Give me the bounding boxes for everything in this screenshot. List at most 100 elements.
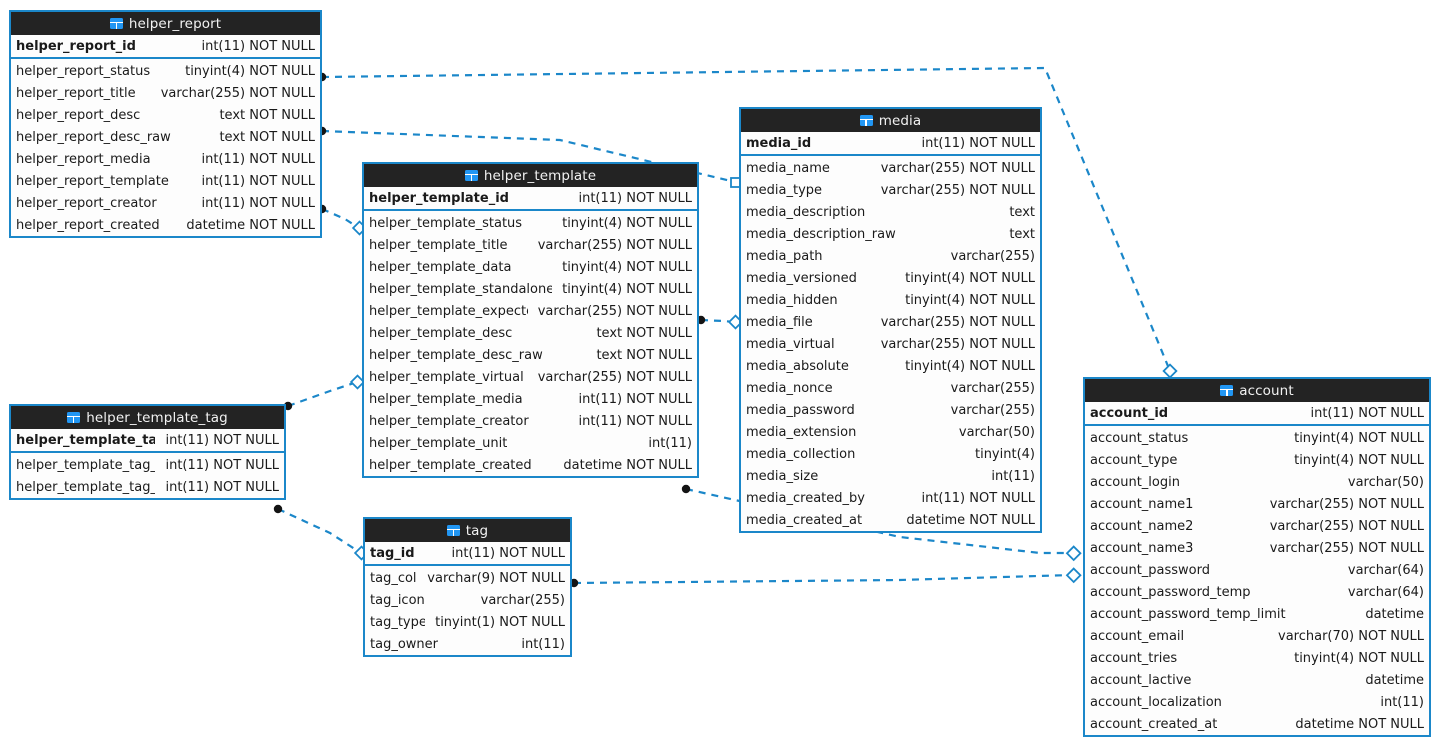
table-header-helper_template[interactable]: helper_template <box>364 164 697 187</box>
column-name: helper_template_unit <box>369 435 508 451</box>
entity-table-helper_template_tag[interactable]: helper_template_taghelper_template_tag_i… <box>9 404 286 500</box>
column-row[interactable]: media_virtual varchar(255) NOT NULL <box>741 333 1040 355</box>
table-header-helper_report[interactable]: helper_report <box>11 12 320 35</box>
column-row[interactable]: helper_template_tag_srcint(11) NOT NULL <box>11 476 284 498</box>
column-row[interactable]: helper_template_tag_dstint(11) NOT NULL <box>11 454 284 476</box>
column-type: datetime NOT NULL <box>186 217 315 233</box>
column-name: helper_template_id <box>369 190 509 206</box>
column-type: varchar(255) NOT NULL <box>1269 540 1424 556</box>
column-type: varchar(255) NOT NULL <box>880 336 1035 352</box>
column-name: media_hidden <box>746 292 838 308</box>
table-header-helper_template_tag[interactable]: helper_template_tag <box>11 406 284 429</box>
column-name: account_lactive <box>1090 672 1192 688</box>
column-name: account_password_temp <box>1090 584 1251 600</box>
table-header-account[interactable]: account <box>1085 379 1429 402</box>
column-type: text <box>1009 226 1035 242</box>
table-name: media <box>878 112 922 129</box>
column-type: text NOT NULL <box>219 129 315 145</box>
column-name: helper_report_title <box>16 85 136 101</box>
column-type: int(11) NOT NULL <box>165 479 279 495</box>
column-name: media_virtual <box>746 336 835 352</box>
target-diamond-account-top <box>1162 363 1178 379</box>
column-type: text NOT NULL <box>596 347 692 363</box>
table-name: helper_template <box>483 167 597 184</box>
table-header-media[interactable]: media <box>741 109 1040 132</box>
column-name: account_login <box>1090 474 1180 490</box>
column-name: account_name2 <box>1090 518 1194 534</box>
table-header-tag[interactable]: tag <box>365 519 570 542</box>
column-type: varchar(255) NOT NULL <box>537 303 692 319</box>
column-type: varchar(255) <box>480 592 565 608</box>
column-type: varchar(9) NOT NULL <box>427 570 565 586</box>
column-row[interactable]: tag_colorvarchar(9) NOT NULL <box>365 567 570 589</box>
column-type: text NOT NULL <box>219 107 315 123</box>
column-name: media_created_by <box>746 490 865 506</box>
